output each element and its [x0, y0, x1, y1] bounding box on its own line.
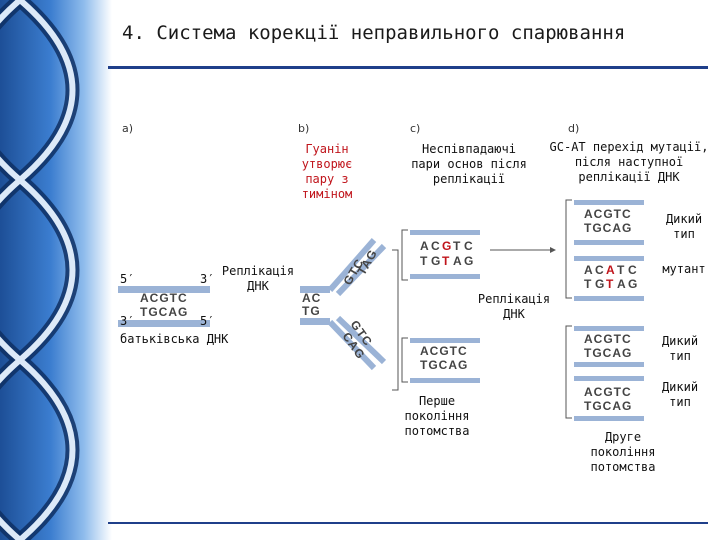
wild2-top-seq: ACGTC: [584, 332, 632, 346]
bracket-d-bottom: [565, 325, 572, 419]
fork-lower-strand-1: [327, 319, 377, 371]
fork-lower-strand-2: [335, 315, 387, 365]
mutant-top-base-2: A: [606, 263, 615, 277]
wild3-top-strand: [574, 376, 644, 381]
gc-at-note: GC-AT перехід мутації, після наступної р…: [549, 140, 709, 184]
replication-label-c: Реплікація ДНК: [477, 292, 551, 321]
mutant-top-base-0: A: [584, 263, 594, 277]
mismatch-note: Неспівпадаючі пари основ після реплікаці…: [411, 142, 527, 186]
parent-bottom-strand: [118, 320, 210, 327]
wild1-top-seq: ACGTC: [584, 207, 632, 221]
wild2-top-strand: [574, 326, 644, 331]
mutant-top-strand: [574, 256, 644, 261]
mutant-bottom-base-2: T: [606, 277, 614, 291]
normal-bottom-seq: TGCAG: [420, 358, 468, 372]
dna-helix-graphic: [0, 0, 80, 540]
fork-upper-strand-2: [335, 243, 387, 297]
parent-dna-label: батьківська ДНК: [120, 332, 229, 346]
wild3-bottom-strand: [574, 416, 644, 421]
wild1-bottom-seq: TGCAG: [584, 221, 632, 235]
wild1-bottom-strand: [574, 240, 644, 245]
parent-top-seq: ACGTC: [140, 291, 188, 305]
bottom-rule: [108, 522, 708, 524]
panel-label-d: d): [568, 122, 580, 135]
mismatch-bottom-base-0: T: [420, 254, 428, 268]
replication-label-a: Реплікація ДНК: [221, 264, 295, 293]
fork-stub-top: [300, 286, 330, 293]
fork-upper-strand-1: [327, 238, 377, 292]
mutant-top-base-3: T: [617, 263, 625, 277]
page-title: 4. Система корекції неправильного спарюв…: [122, 22, 626, 44]
three-prime-top: 3′: [200, 272, 215, 286]
wild3-bottom-seq: TGCAG: [584, 399, 632, 413]
mutant-label: мутант: [662, 262, 706, 276]
panel-label-b: b): [298, 122, 310, 135]
panel-label-c: c): [410, 122, 421, 135]
mismatch-top-strand: [410, 230, 480, 235]
first-generation-label: Перше покоління потомства: [404, 394, 470, 438]
mutant-bottom-base-3: A: [617, 277, 627, 291]
wild1-top-strand: [574, 200, 644, 205]
bracket-c-top: [401, 229, 408, 281]
mismatch-bottom-base-1: G: [431, 254, 441, 268]
bracket-c-bottom: [401, 337, 408, 383]
parent-top-strand: [118, 286, 210, 293]
mismatch-top-base-4: C: [464, 239, 474, 253]
mutant-bottom-base-0: T: [584, 277, 592, 291]
wild3-top-seq: ACGTC: [584, 385, 632, 399]
wild-type-label-3: Дикий тип: [661, 380, 699, 409]
mutant-bottom-strand: [574, 296, 644, 301]
mismatch-top-base-0: A: [420, 239, 430, 253]
second-generation-label: Друге покоління потомства: [590, 430, 656, 474]
parent-bottom-seq: TGCAG: [140, 305, 188, 319]
mismatch-bottom-base-3: A: [453, 254, 463, 268]
mismatch-bottom-base-2: T: [442, 254, 450, 268]
title-underline: [108, 66, 708, 69]
wild-type-label-1: Дикий тип: [665, 212, 703, 241]
fork-stub-bottom: [300, 318, 330, 325]
fork-stub-top-seq: AC: [302, 291, 321, 305]
bracket-b: [392, 249, 399, 391]
dna-helix-sidebar: [0, 0, 112, 540]
bracket-d-top: [565, 199, 572, 299]
panel-label-a: a): [122, 122, 134, 135]
mismatch-bottom-strand: [410, 274, 480, 279]
mismatch-bottom-base-4: G: [464, 254, 474, 268]
five-prime-top: 5′: [120, 272, 135, 286]
wild2-bottom-strand: [574, 362, 644, 367]
three-prime-bottom: 3′: [120, 314, 135, 328]
mutant-top-base-1: C: [595, 263, 605, 277]
mismatch-top-base-3: T: [453, 239, 461, 253]
mutant-bottom-base-1: G: [595, 277, 605, 291]
normal-top-seq: ACGTC: [420, 344, 468, 358]
normal-top-strand: [410, 338, 480, 343]
five-prime-bottom: 5′: [200, 314, 215, 328]
mismatch-top-base-1: C: [431, 239, 441, 253]
arrow-head: [550, 247, 556, 253]
mutant-top-base-4: C: [628, 263, 638, 277]
mismatch-top-base-2: G: [442, 239, 451, 253]
normal-bottom-strand: [410, 378, 480, 383]
mutant-bottom-base-4: G: [628, 277, 638, 291]
guanine-note: Гуанін утворює пару з тиміном: [301, 142, 353, 201]
wild2-bottom-seq: TGCAG: [584, 346, 632, 360]
wild-type-label-2: Дикий тип: [661, 334, 699, 363]
fork-stub-bottom-seq: TG: [302, 304, 321, 318]
